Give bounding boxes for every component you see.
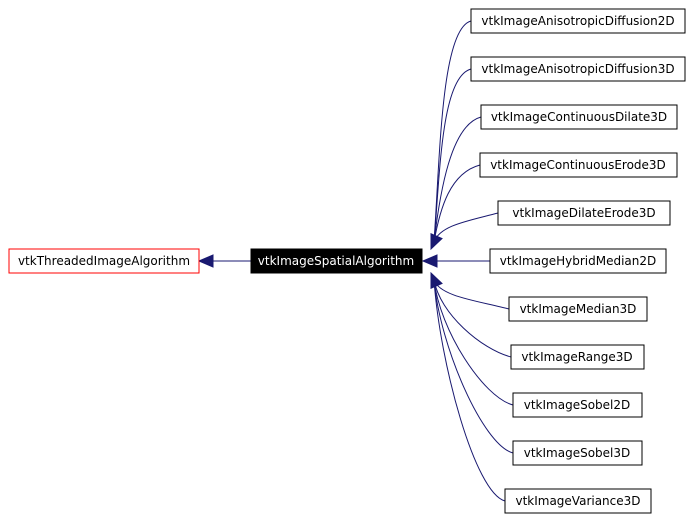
node-subclass-box bbox=[504, 488, 652, 514]
node-focus-class[interactable]: vtkImageSpatialAlgorithm bbox=[250, 248, 423, 274]
node-subclass-box bbox=[489, 248, 667, 274]
edge-subclass-to-focus bbox=[433, 279, 512, 358]
edge-subclass-to-focus bbox=[433, 279, 510, 310]
arrowhead-base bbox=[197, 254, 214, 268]
node-base-class[interactable]: vtkThreadedImageAlgorithm bbox=[8, 248, 200, 274]
node-subclass-label: vtkImageHybridMedian2D bbox=[500, 254, 657, 268]
edge-subclass-to-focus bbox=[433, 279, 514, 406]
node-subclass-label: vtkImageVariance3D bbox=[515, 494, 640, 508]
edge-subclass-to-focus bbox=[433, 164, 481, 243]
node-subclass[interactable]: vtkImageAnisotropicDiffusion3D bbox=[470, 56, 686, 82]
node-subclass-box bbox=[508, 296, 648, 322]
node-base-class-box bbox=[8, 248, 200, 274]
edge-subclass-to-focus bbox=[433, 279, 514, 454]
edge-subclass-to-focus bbox=[433, 212, 499, 243]
arrowhead-upper bbox=[430, 233, 443, 251]
node-subclass[interactable]: vtkImageContinuousDilate3D bbox=[480, 104, 678, 130]
node-subclass[interactable]: vtkImageSobel2D bbox=[512, 392, 643, 418]
edge-subclass-to-focus bbox=[433, 20, 472, 243]
node-subclass[interactable]: vtkImageContinuousErode3D bbox=[479, 152, 678, 178]
node-subclass-label: vtkImageAnisotropicDiffusion3D bbox=[481, 62, 674, 76]
edge-subclass-to-focus bbox=[433, 279, 506, 502]
edges bbox=[197, 20, 514, 502]
node-subclass-box bbox=[497, 200, 671, 226]
node-subclass-box bbox=[480, 104, 678, 130]
node-subclass[interactable]: vtkImageSobel3D bbox=[512, 440, 643, 466]
node-subclass-box bbox=[470, 56, 686, 82]
arrowhead-middle bbox=[421, 254, 438, 268]
node-subclass-label: vtkImageSobel2D bbox=[524, 398, 631, 412]
node-subclass-box bbox=[510, 344, 645, 370]
node-subclass[interactable]: vtkImageHybridMedian2D bbox=[489, 248, 667, 274]
node-subclass[interactable]: vtkImageRange3D bbox=[510, 344, 645, 370]
node-subclass-label: vtkImageMedian3D bbox=[520, 302, 637, 316]
node-base-class-label: vtkThreadedImageAlgorithm bbox=[18, 254, 190, 268]
arrowhead-lower bbox=[430, 271, 443, 289]
node-subclass-box bbox=[470, 8, 686, 34]
node-subclass-label: vtkImageContinuousDilate3D bbox=[491, 110, 667, 124]
edge-subclass-to-focus bbox=[433, 68, 472, 243]
node-focus-class-label: vtkImageSpatialAlgorithm bbox=[258, 254, 414, 268]
node-subclass-label: vtkImageDilateErode3D bbox=[512, 206, 655, 220]
node-subclass[interactable]: vtkImageDilateErode3D bbox=[497, 200, 671, 226]
edge-subclass-to-focus bbox=[433, 116, 482, 243]
node-subclass-label: vtkImageRange3D bbox=[521, 350, 632, 364]
node-subclass-box bbox=[512, 392, 643, 418]
node-subclass-label: vtkImageAnisotropicDiffusion2D bbox=[481, 14, 674, 28]
node-subclass[interactable]: vtkImageAnisotropicDiffusion2D bbox=[470, 8, 686, 34]
node-subclass-box bbox=[479, 152, 678, 178]
node-subclass-box bbox=[512, 440, 643, 466]
node-subclass-label: vtkImageContinuousErode3D bbox=[490, 158, 666, 172]
node-focus-class-box bbox=[250, 248, 423, 274]
node-subclass-label: vtkImageSobel3D bbox=[524, 446, 631, 460]
node-subclass[interactable]: vtkImageVariance3D bbox=[504, 488, 652, 514]
node-subclass[interactable]: vtkImageMedian3D bbox=[508, 296, 648, 322]
